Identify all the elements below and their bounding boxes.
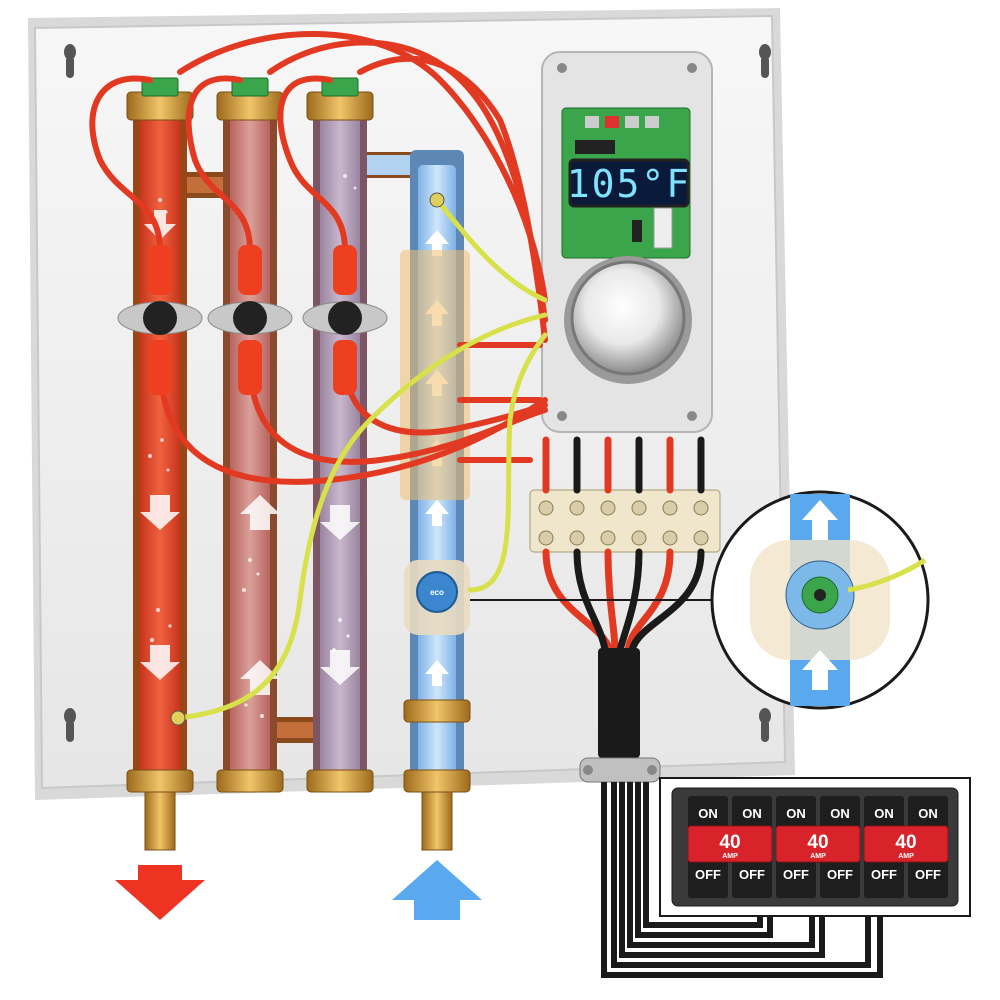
sensor-logo: eco [430,588,444,597]
temperature-knob[interactable] [564,256,692,384]
breaker-on-label: ON [698,806,718,821]
breaker-handle-2[interactable]: 40 AMP [775,825,861,863]
amp-rating: 40 [719,832,740,853]
sensor-wires [175,197,548,721]
bottom-fittings [126,699,471,851]
thermal-cutoffs [117,301,388,335]
main-cable [598,648,640,758]
sensor-zoom-inset [710,490,930,710]
breaker-on-label: ON [786,806,806,821]
supply-cables [601,782,883,978]
breaker-handle-1[interactable]: 40 AMP [687,825,773,863]
breaker-off-label: OFF [827,867,853,882]
terminal-block [529,489,721,553]
breaker-on-label: ON [830,806,850,821]
breaker-on-label: ON [874,806,894,821]
amp-unit: AMP [722,853,738,860]
amp-unit: AMP [810,853,826,860]
breaker-off-label: OFF [871,867,897,882]
breaker-on-label: ON [918,806,938,821]
breaker-off-label: OFF [695,867,721,882]
power-wires [542,436,705,654]
mounting-holes [64,44,771,742]
amp-rating: 40 [807,832,828,853]
flow-arrows [140,210,360,695]
top-fittings [126,77,374,121]
cable-clamp [579,757,661,783]
amp-rating: 40 [895,832,916,853]
breaker-off-label: OFF [915,867,941,882]
breaker-on-label: ON [742,806,762,821]
amp-unit: AMP [898,853,914,860]
cold-water-inlet-arrow [392,860,482,920]
hot-water-outlet-arrow [115,865,205,920]
temperature-display: 105°F [567,162,691,206]
flow-sensor: eco [400,250,470,635]
breaker-handle-3[interactable]: 40 AMP [863,825,949,863]
element-connectors [148,245,357,395]
breaker-off-label: OFF [739,867,765,882]
breaker-off-label: OFF [783,867,809,882]
